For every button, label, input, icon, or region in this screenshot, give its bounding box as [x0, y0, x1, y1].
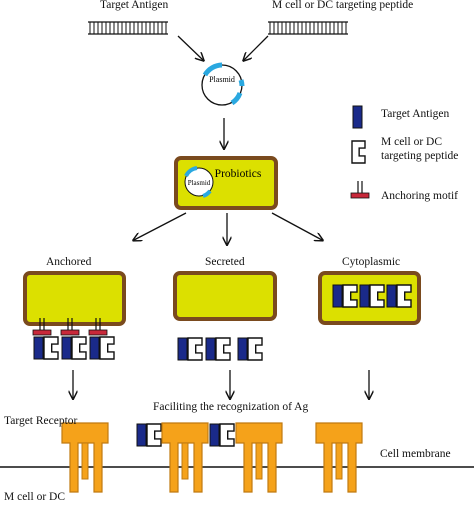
target-receptor-label: Target Receptor	[4, 415, 78, 427]
secreted-complex-3-peptide	[247, 337, 263, 361]
legend-target-antigen-icon	[352, 105, 363, 129]
cytoplasmic-complex-3-peptide	[396, 284, 412, 308]
anchored-complex-2-antigen	[61, 336, 72, 360]
targeting-peptide-top-label: M cell or DC targeting peptide	[272, 0, 414, 11]
bound-complex-2-peptide	[219, 423, 235, 447]
secreted-cell	[173, 271, 277, 321]
anchored-motif-3-bar	[88, 329, 108, 336]
secreted-complex-3-antigen	[237, 337, 248, 361]
receptor-4	[315, 422, 363, 493]
cytoplasmic-complex-3-antigen	[386, 284, 397, 308]
legend-peptide-icon	[351, 140, 366, 164]
secreted-label: Secreted	[205, 256, 245, 268]
legend-peptide-label-line2: targeting peptide	[381, 150, 459, 162]
anchored-complex-1-antigen	[33, 336, 44, 360]
receptor-1	[61, 422, 109, 493]
secreted-complex-2-antigen	[205, 337, 216, 361]
anchored-complex-2-peptide	[71, 336, 87, 360]
probiotics-cell	[174, 156, 278, 210]
secreted-complex-2-peptide	[215, 337, 231, 361]
receptor-4-mid	[335, 442, 343, 480]
cytoplasmic-complex-2-peptide	[369, 284, 385, 308]
plasmid-inner-label: Plasmid	[188, 179, 211, 187]
arrow-peptide-to-plasmid	[244, 35, 269, 60]
target-antigen-top-label: Target Antigen	[100, 0, 169, 11]
anchored-cell	[23, 271, 126, 326]
bound-complex-1-peptide	[146, 423, 162, 447]
plasmid-label: Plasmid	[209, 75, 235, 84]
cytoplasmic-complex-1-peptide	[342, 284, 358, 308]
probiotics-label: Probiotics	[215, 168, 262, 180]
cell-membrane-label: Cell membrane	[380, 448, 451, 460]
secreted-complex-1-antigen	[177, 337, 188, 361]
arrow-to-anchored	[134, 212, 187, 240]
bound-complex-2-antigen	[209, 423, 220, 447]
secreted-complex-1-peptide	[187, 337, 203, 361]
facilitating-label: Faciliting the recognization of Ag	[153, 401, 309, 413]
legend-peptide-label-line1: M cell or DC	[381, 136, 443, 148]
cytoplasmic-complex-2-antigen	[359, 284, 370, 308]
anchored-motif-1-bar	[32, 329, 52, 336]
arrow-antigen-to-plasmid	[177, 35, 203, 60]
anchored-label: Anchored	[46, 256, 92, 268]
receptor-3-mid	[255, 442, 263, 480]
receptor-3	[235, 422, 283, 493]
receptor-2-mid	[181, 442, 189, 480]
plasmid-ring	[201, 62, 245, 106]
targeting-peptide-dna	[268, 21, 348, 35]
anchored-complex-3-antigen	[89, 336, 100, 360]
receptor-2	[161, 422, 209, 493]
legend-target-antigen-label: Target Antigen	[381, 108, 450, 120]
bound-complex-1-antigen	[136, 423, 147, 447]
legend-anchoring-label: Anchoring motif	[381, 190, 458, 202]
target-antigen-dna	[88, 21, 168, 35]
m-cell-dc-label: M cell or DC	[4, 491, 66, 503]
arrow-to-cytoplasmic	[271, 212, 322, 240]
receptor-1-mid	[81, 442, 89, 480]
anchored-motif-2-bar	[60, 329, 80, 336]
legend-anchoring-motif-icon-bar	[350, 192, 370, 199]
anchored-complex-3-peptide	[99, 336, 115, 360]
cytoplasmic-label: Cytoplasmic	[342, 256, 401, 268]
cytoplasmic-complex-1-antigen	[332, 284, 343, 308]
anchored-complex-1-peptide	[43, 336, 59, 360]
